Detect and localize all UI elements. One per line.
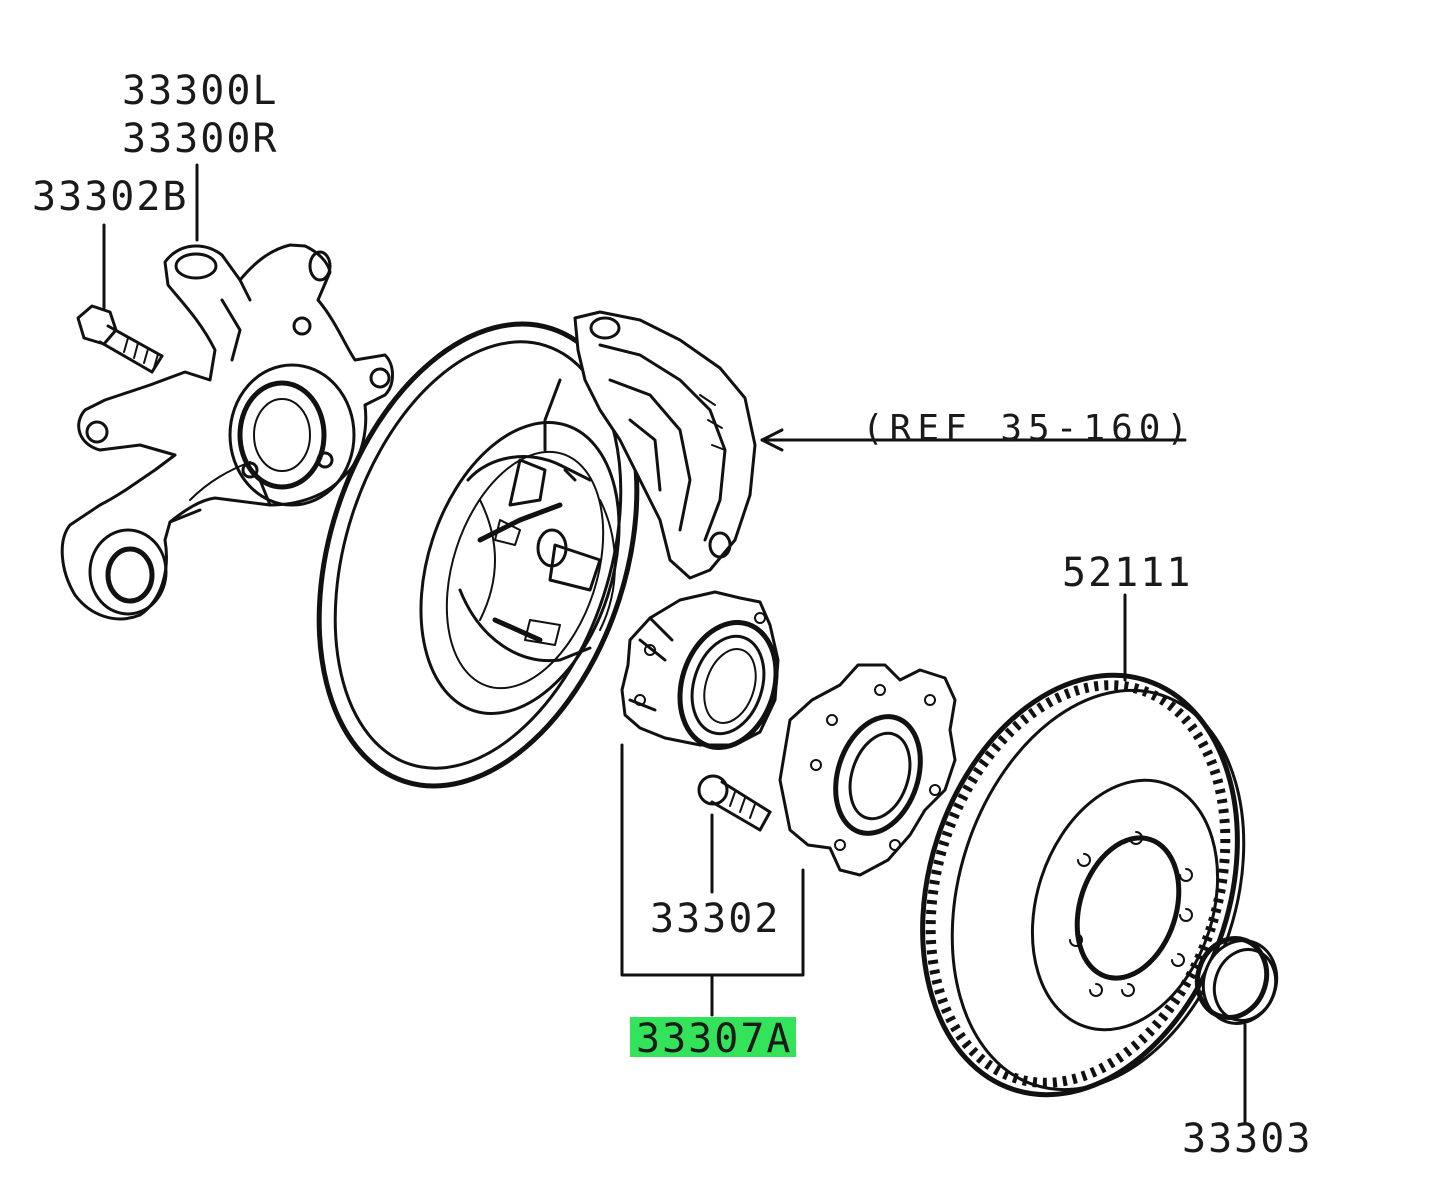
hub-bearing-drawing [620,590,780,751]
label-33307A[interactable]: 33307A [636,1016,793,1062]
brake-rotor-drawing [920,672,1246,1098]
brake-backing-plate-drawing [316,310,757,789]
label-52111: 52111 [1062,550,1192,596]
hub-bolt-drawing [697,774,772,832]
highlight-box [630,1017,796,1057]
label-33300R: 33300R [122,116,279,162]
knuckle-bolt-drawing [76,304,164,374]
label-33302: 33302 [650,896,780,942]
label-33302B: 33302B [32,174,189,220]
reference-arrow [760,428,1187,452]
hub-cap-drawing [1194,936,1279,1025]
label-33300L: 33300L [122,68,279,114]
label-reference: (REF 35-160) [862,408,1194,449]
leader-lines [102,163,1247,1124]
hub-flange-drawing [778,663,957,877]
label-33303: 33303 [1182,1116,1312,1162]
steering-knuckle-drawing [60,243,394,621]
